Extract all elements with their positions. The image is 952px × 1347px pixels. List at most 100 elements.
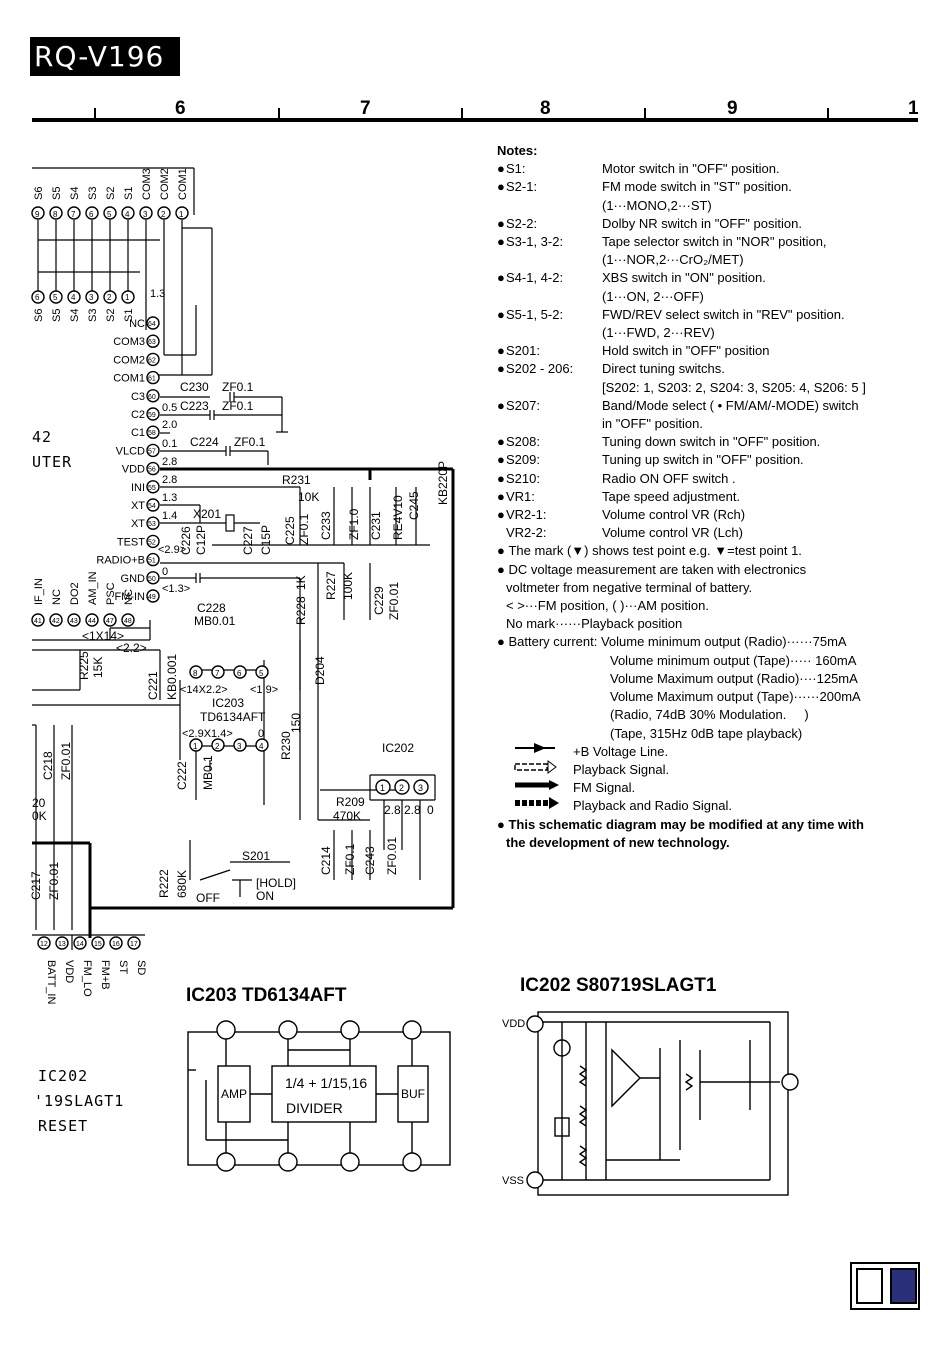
side-text: UTER [32, 453, 73, 471]
capacitor-label: C230 [180, 380, 209, 394]
connector-pin-label: S2 [105, 187, 117, 200]
part-label: C231 [369, 511, 383, 540]
part-label: C15P [259, 525, 273, 555]
ic-pin [146, 389, 160, 403]
part-label: R228 [294, 596, 308, 625]
capacitor-label: ZF0.1 [234, 435, 266, 449]
schematic-label: ZF0.01 [47, 862, 61, 900]
schematic-label: C243 [363, 846, 377, 875]
part-label: R231 [282, 473, 311, 487]
side-text: IC202 [38, 1067, 89, 1085]
connector-pin [121, 613, 135, 627]
schematic-label: 150 [289, 713, 303, 733]
connector-pin [49, 206, 63, 220]
ic203-pin [211, 665, 225, 679]
schematic-label: ZF0.1 [343, 843, 357, 875]
schematic-label: ON [256, 889, 274, 903]
note-key: S210: [506, 470, 540, 486]
battery-row: Volume Maximum output (Radio)····125mA [610, 670, 858, 686]
connector-pin-label: FM_LO [81, 960, 93, 997]
capacitor-label: C223 [180, 399, 209, 413]
pin-number: 5 [53, 293, 58, 302]
connector-pin [73, 936, 87, 950]
ruler-tick [644, 108, 646, 118]
connector-pin [67, 613, 81, 627]
ic-pin [146, 571, 160, 585]
schematic-label: C214 [319, 846, 333, 875]
voltage-label: 2.0 [162, 419, 177, 431]
schematic-label: MB0.1 [201, 755, 215, 790]
page-corner-marker [850, 1262, 920, 1310]
voltage-label: 0 [258, 728, 264, 740]
note-dc: ● DC voltage measurement are taken with … [497, 561, 807, 577]
battery-row: (Radio, 74dB 30% Modulation. ) [610, 707, 809, 723]
pin-number: 55 [148, 485, 156, 492]
connector-pin-label: S6 [33, 187, 45, 200]
ruler-tick [94, 108, 96, 118]
pin-number: 1 [125, 293, 130, 302]
ic-pin [146, 407, 160, 421]
part-label: 10K [298, 490, 319, 504]
ic-pin-label: C3 [131, 391, 145, 403]
ic-pin [146, 425, 160, 439]
ic203-block-pin [216, 1152, 236, 1172]
ruler-number: 6 [175, 98, 186, 119]
note-sub: (1···MONO,2···ST) [602, 197, 712, 213]
note-sub: in "OFF" position. [602, 416, 703, 432]
ic-pin-label: VLCD [116, 445, 145, 457]
ic203-block-pin [216, 1020, 236, 1040]
note-item: ●VR2-1:Volume control VR (Rch) [497, 506, 917, 524]
pin-number: 4 [71, 293, 76, 302]
pin-number: 60 [148, 394, 156, 401]
schematic-label: <2.2> [116, 641, 147, 655]
connector-pin [31, 206, 45, 220]
pin-number: 1 [179, 210, 184, 219]
corner-blue-block [890, 1268, 917, 1304]
note-item: VR2-2:Volume control VR (Lch) [497, 524, 917, 542]
connector-pin-label: AM_IN [87, 571, 99, 605]
pin-number: 61 [148, 376, 156, 383]
ic203-ref: IC203 [212, 696, 244, 710]
note-text: Tuning up switch in "OFF" position. [602, 452, 804, 468]
schematic-label: KB0.001 [165, 654, 179, 700]
note-key: VR2-1: [506, 507, 547, 523]
schematic-label: [HOLD] [256, 876, 296, 890]
note-key: S201: [506, 343, 540, 359]
note-item: ●S209:Tuning up switch in "OFF" position… [497, 451, 917, 469]
note-text: FM mode switch in "ST" position. [602, 179, 792, 195]
page-title: RQ-V196 [30, 37, 180, 76]
ic203-divider-label: DIVIDER [286, 1100, 343, 1116]
legend-fm: FM Signal. [573, 780, 636, 796]
connector-pin [31, 613, 45, 627]
connector-pin-label: ST [117, 960, 129, 974]
pin-number: 4 [125, 210, 130, 219]
ic203-amp-label: AMP [221, 1087, 248, 1101]
ic-pin [146, 552, 160, 567]
schematic-label: 15K [91, 657, 105, 678]
pin-number: 49 [148, 594, 156, 601]
schematic-label: 680K [175, 870, 189, 898]
pin-number: 8 [53, 210, 58, 219]
ruler-tick [278, 108, 280, 118]
ic203-pin [255, 738, 269, 752]
pin-number: 1 [193, 742, 198, 751]
pin-number: 15 [94, 941, 102, 948]
notes-list: ●S1:Motor switch in "OFF" position.●S2-1… [497, 160, 917, 542]
note-text: Radio ON OFF switch . [602, 470, 736, 486]
side-text: RESET [38, 1117, 89, 1135]
ic-pin-label: XT [131, 500, 145, 512]
connector-pin-label: S3 [87, 187, 99, 200]
connector-pin [31, 290, 45, 304]
connector-pin-label: S2 [105, 309, 117, 322]
connector-pin [67, 290, 81, 304]
ic203-block [187, 1030, 451, 1166]
bullet-icon: ● [497, 434, 505, 450]
note-key: S208: [506, 434, 540, 450]
part-label: ZF0.1 [297, 513, 311, 545]
part-label: C228 [197, 601, 226, 615]
ic-pin [146, 443, 160, 458]
connector-pin [85, 290, 99, 304]
pin-number: 6 [89, 210, 94, 219]
side-text: '19SLAGT1 [34, 1092, 125, 1110]
note-key: S2-1: [506, 179, 538, 195]
